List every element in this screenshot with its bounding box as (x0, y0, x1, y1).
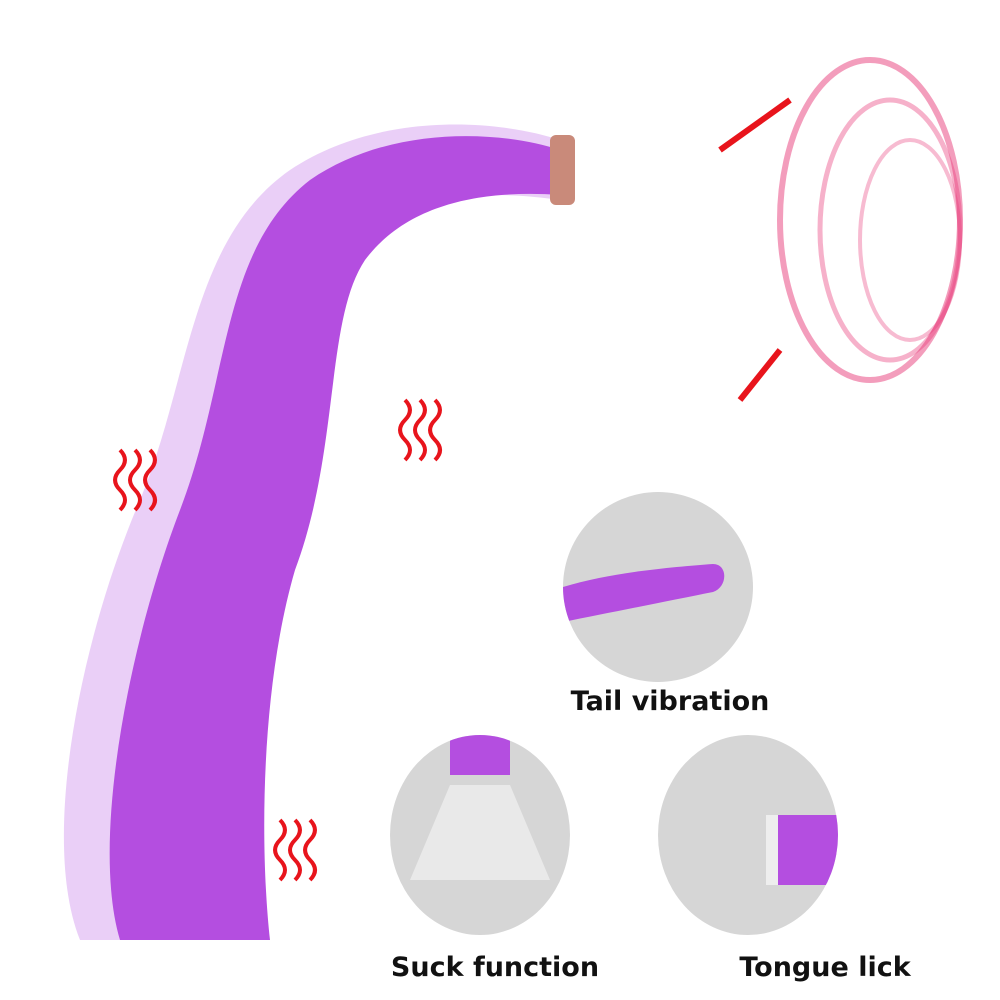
wave-icon-left (113, 448, 157, 512)
feature-label-suck-function: Suck function (390, 952, 600, 983)
red-arrows-icon (718, 57, 963, 402)
wave-icon-bottom (273, 818, 317, 882)
feature-circle-tail-vibration (563, 492, 753, 682)
feature-circle-tongue-lick (658, 735, 838, 935)
feature-label-tail-vibration: Tail vibration (570, 686, 770, 717)
vibration-detail-icon (563, 564, 725, 622)
feature-label-tongue-lick: Tongue lick (739, 952, 911, 983)
suction-detail-icon (410, 735, 550, 880)
feature-circle-suck-function (390, 735, 570, 935)
wave-icon-middle (398, 398, 442, 462)
product-silhouette (63, 124, 575, 941)
lick-detail-icon (766, 815, 838, 885)
